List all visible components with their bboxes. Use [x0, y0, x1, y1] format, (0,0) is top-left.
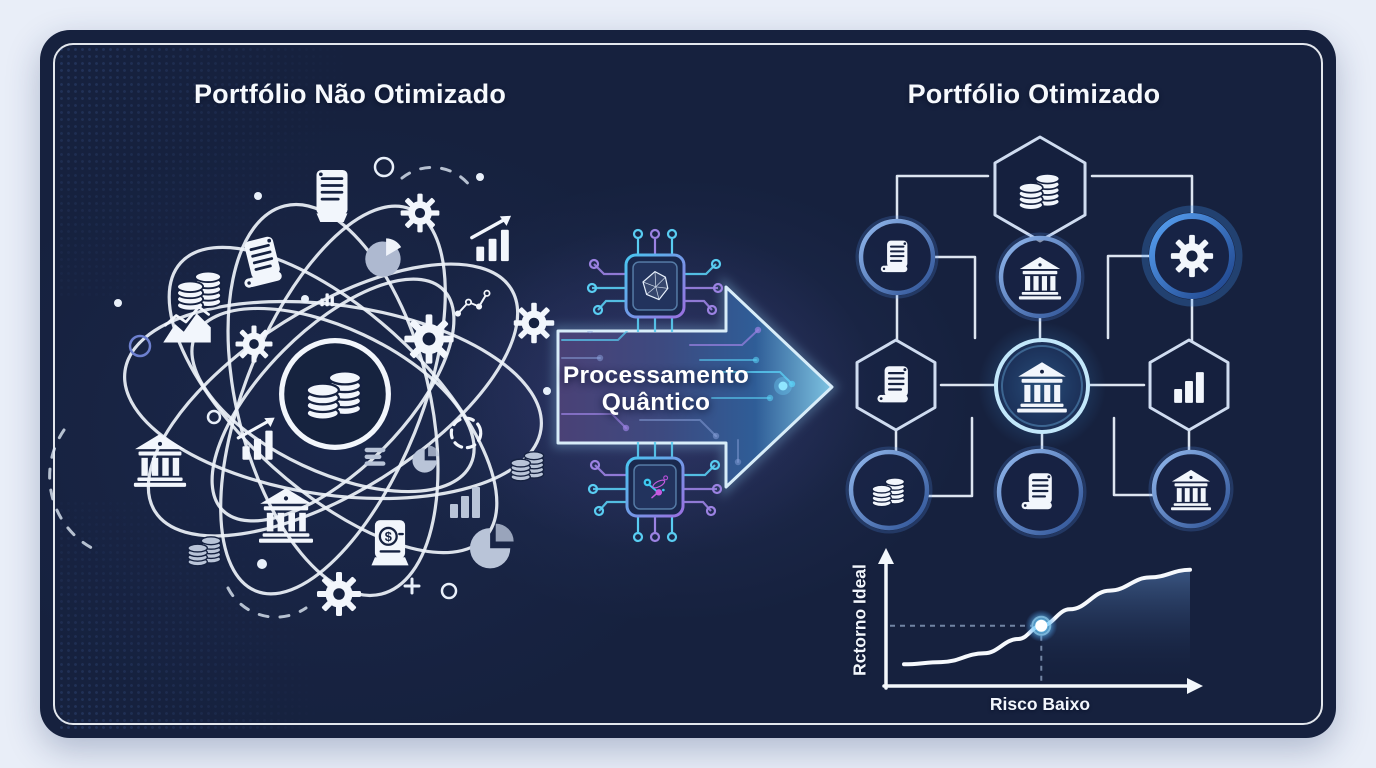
- process-arrow-shape: [556, 285, 834, 489]
- lines-icon: [364, 447, 386, 466]
- right-section-title: Portfólio Otimizado: [907, 79, 1161, 109]
- dashed-arc: [226, 586, 308, 619]
- grid-connector: [925, 416, 974, 498]
- orbit-loop: [123, 299, 543, 501]
- grid-connector: [1112, 416, 1155, 497]
- gear-icon: [1170, 234, 1214, 278]
- chart-x-axis-label: Risco Baixo: [989, 694, 1091, 714]
- grid-node-scroll: [855, 338, 937, 432]
- quantum-processing-arrow: [553, 275, 840, 499]
- scroll-icon: [233, 234, 285, 291]
- decoration-dot: [476, 173, 484, 181]
- sparkle-plus: [403, 577, 421, 595]
- gear-icon: [513, 302, 555, 344]
- unoptimized-portfolio-cluster: [48, 156, 601, 619]
- decoration-dot: [114, 299, 122, 307]
- decoration-ring: [373, 156, 395, 178]
- grid-node-scroll: [993, 445, 1087, 539]
- grid-connector: [1090, 174, 1194, 218]
- optimized-portfolio-grid: [845, 135, 1243, 539]
- grid-node-scroll: [855, 215, 939, 299]
- grid-connector: [895, 174, 990, 223]
- quantum-chip-top: [586, 228, 724, 332]
- grid-connector: [1106, 254, 1153, 340]
- bank-icon: [133, 434, 187, 487]
- focus-coins-icon: [282, 341, 389, 448]
- grid-node-bank: [978, 322, 1106, 450]
- orbit-loop: [226, 202, 440, 598]
- chart-axes: [882, 558, 1192, 690]
- decoration-ring: [440, 582, 458, 600]
- arrow-label-line2: Quântico: [601, 389, 711, 416]
- pie-icon: [365, 238, 402, 277]
- dollar-doc-icon: [370, 518, 410, 567]
- decoration-dot: [257, 559, 267, 569]
- decoration-dot: [254, 192, 262, 200]
- chart-area-fill: [1041, 569, 1190, 684]
- decoration-ring: [128, 334, 152, 358]
- quantum-chips: [586, 228, 724, 543]
- grid-node-gear: [1141, 205, 1243, 307]
- decoration-ring: [206, 409, 222, 425]
- left-section-title: Portfólio Não Otimizado: [193, 79, 507, 109]
- grid-node-bars: [1148, 338, 1230, 432]
- risk-return-chart: [878, 548, 1203, 694]
- grid-node-coins: [845, 446, 933, 534]
- coins-icon: [187, 536, 222, 567]
- gear-icon: [400, 193, 440, 233]
- quantum-chip-bottom: [587, 442, 723, 543]
- arrow-label-line1: Processamento: [562, 362, 750, 389]
- grid-node-bank: [995, 232, 1085, 322]
- gear-icon: [317, 572, 361, 616]
- chart-y-axis-label: Rctorno Ideal: [849, 564, 870, 676]
- optimal-point-guides: [890, 624, 1043, 683]
- decoration-dot: [543, 387, 551, 395]
- pie-slice-icon: [412, 445, 439, 473]
- grid-node-coins: [993, 135, 1087, 243]
- dashed-arc: [48, 428, 102, 554]
- gear-icon: [235, 325, 273, 363]
- dashed-arc: [400, 165, 472, 188]
- grid-connector: [931, 255, 977, 340]
- decoration-dot: [301, 295, 309, 303]
- gear-icon: [404, 314, 454, 364]
- document-icon: [315, 168, 349, 224]
- arrow-label: Processamento Quântico: [556, 362, 756, 416]
- orbit-loop: [146, 262, 520, 538]
- grid-node-bank: [1148, 446, 1234, 532]
- bars-arrow-icon: [470, 214, 513, 263]
- optimal-point: [1035, 619, 1048, 632]
